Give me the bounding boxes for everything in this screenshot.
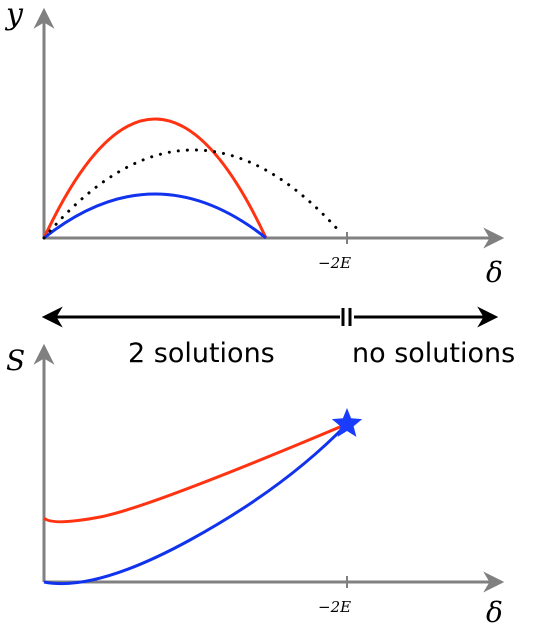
blue-curve-top <box>43 192 267 240</box>
red-curve-top <box>42 117 268 239</box>
bottom-tick-label: −2E <box>318 598 351 616</box>
bottom-y-axis-label: S <box>6 344 25 377</box>
red-curve-bottom <box>42 422 348 524</box>
no-solutions-label: no solutions <box>352 338 515 369</box>
star-icon <box>331 408 363 437</box>
bottom-x-axis-label: δ <box>486 596 503 628</box>
top-panel: y δ −2E <box>4 0 505 289</box>
region-indicator: 2 solutions no solutions <box>41 306 515 369</box>
top-y-axis-label: y <box>4 0 24 32</box>
two-solutions-label: 2 solutions <box>128 338 275 369</box>
top-tick-label: −2E <box>318 254 351 272</box>
dotted-curve-top <box>42 148 342 240</box>
bottom-panel: S δ −2E <box>6 343 505 628</box>
blue-curve-bottom <box>43 422 349 586</box>
top-x-axis-label: δ <box>486 256 503 289</box>
